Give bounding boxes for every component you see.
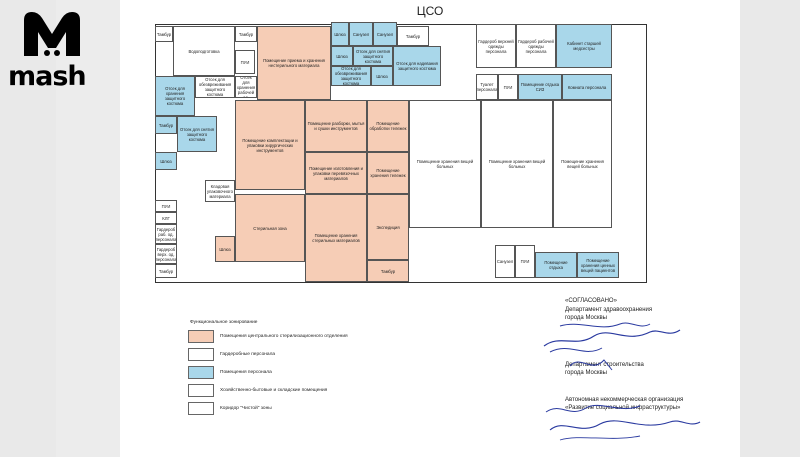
- room: Комната персонала: [562, 74, 612, 100]
- room: ПУИ: [155, 200, 177, 212]
- legend-swatch-corridor: [188, 402, 214, 415]
- room: Тамбур: [367, 260, 409, 282]
- room: Гардероб раб. од. персонала: [155, 224, 177, 244]
- room: Туалет персонала: [476, 74, 498, 100]
- legend-swatch-staff: [188, 366, 214, 379]
- room: КЛГ: [155, 212, 177, 224]
- mash-logo: mash: [6, 10, 116, 92]
- room: ПУИ: [515, 245, 535, 278]
- plan-title: ЦСО: [416, 4, 444, 18]
- room: Помещение разборки, мытья и сушки инстру…: [305, 100, 367, 152]
- room: Помещение хранения вещей больных: [409, 100, 481, 228]
- room: Шлюз: [331, 46, 353, 66]
- room: Отсек для обезвреживания защитного костю…: [195, 76, 235, 98]
- room: Помещение хранения стерильных материалов: [305, 194, 367, 282]
- approval-heading: «СОГЛАСОВАНО»: [565, 298, 617, 304]
- room: Отсек для хранения рабочей од.: [235, 76, 257, 98]
- room: Стерильная зона: [235, 194, 305, 262]
- room: Помещение хранения тележек: [367, 152, 409, 194]
- room: Тамбур: [235, 26, 257, 42]
- room: ПУИ: [498, 74, 518, 100]
- room: Отсек для хранения защитного костюма: [155, 76, 195, 116]
- room: Шлюз: [155, 152, 177, 170]
- legend-swatch-wardrobes: [188, 348, 214, 361]
- room: Помещение хранения ценных вещей пациенто…: [577, 252, 619, 278]
- room: Тамбур: [155, 26, 173, 42]
- room: Помещение изготовления и упаковки перевя…: [305, 152, 367, 194]
- legend-label: Помещения персонала: [220, 370, 272, 375]
- room: Помещение отдыха: [535, 252, 577, 278]
- room: Тамбур: [155, 264, 177, 278]
- room: Кладовая упаковочного материала: [205, 180, 235, 202]
- mash-m-icon: [24, 12, 80, 56]
- room: Помещение хранения вещей больных: [553, 100, 612, 228]
- legend-label: Помещения центрального стерилизационного…: [220, 334, 348, 339]
- legend-swatch-utility: [188, 384, 214, 397]
- room: Кабинет старшей медсестры: [556, 24, 612, 68]
- room: Помещение отдыха СИЗ: [518, 74, 562, 100]
- room: Водоподготовка: [173, 26, 235, 76]
- room: Санузел: [495, 245, 515, 278]
- room: Отсек для снятия защитного костюма: [177, 116, 217, 152]
- room: Шлюз: [371, 66, 393, 86]
- room: Помещение хранения вещей больных: [481, 100, 553, 228]
- room: Отсек для надевания защитного костюма: [393, 46, 441, 86]
- room: Помещение комплектации и упаковки хирург…: [235, 100, 305, 190]
- approval-dept1: Департамент здравоохранения: [565, 307, 653, 313]
- floor-plan-sheet: ЦСО Тамбур Водоподготовка Тамбур Помещен…: [120, 0, 740, 457]
- legend-label: Коридор "Чистой" зоны: [220, 406, 272, 411]
- mash-wordmark: mash: [8, 61, 87, 92]
- room: Гардероб рабочей одежды персонала: [516, 24, 556, 68]
- approval-dept2: Департамент строительства: [565, 362, 644, 368]
- room: Отсек для снятия защитного костюма: [353, 46, 393, 66]
- room: Тамбур: [397, 26, 429, 46]
- legend-label: Гардеробные персонала: [220, 352, 276, 357]
- room: Экспедиция: [367, 194, 409, 260]
- room: Санузел: [349, 22, 373, 46]
- legend-label: Хозяйственно-бытовые и складские помещен…: [220, 388, 328, 393]
- approval-city2: города Москвы: [565, 370, 607, 376]
- approval-city1: города Москвы: [565, 315, 607, 321]
- room: Помещение обработки тележек: [367, 100, 409, 152]
- room: Санузел: [373, 22, 397, 46]
- room: Отсек для обезвреживания защитного костю…: [331, 66, 371, 86]
- room: Шлюз: [215, 236, 235, 262]
- legend-heading: Функциональное зонирование: [190, 320, 258, 325]
- room: Гардероб верх. од. персонала: [155, 244, 177, 264]
- approval-org1: Автономная некоммерческая организация: [565, 397, 684, 403]
- room: Тамбур: [155, 116, 177, 134]
- legend-swatch-sterilization: [188, 330, 214, 343]
- page-left-margin: [56, 0, 120, 457]
- signature-ink: [543, 322, 701, 441]
- room: ПУИ: [235, 50, 255, 74]
- room: Гардероб верхней одежды персонала: [476, 24, 516, 68]
- room: Шлюз: [331, 22, 349, 46]
- room: Помещение приема и хранения нестерильног…: [257, 26, 331, 100]
